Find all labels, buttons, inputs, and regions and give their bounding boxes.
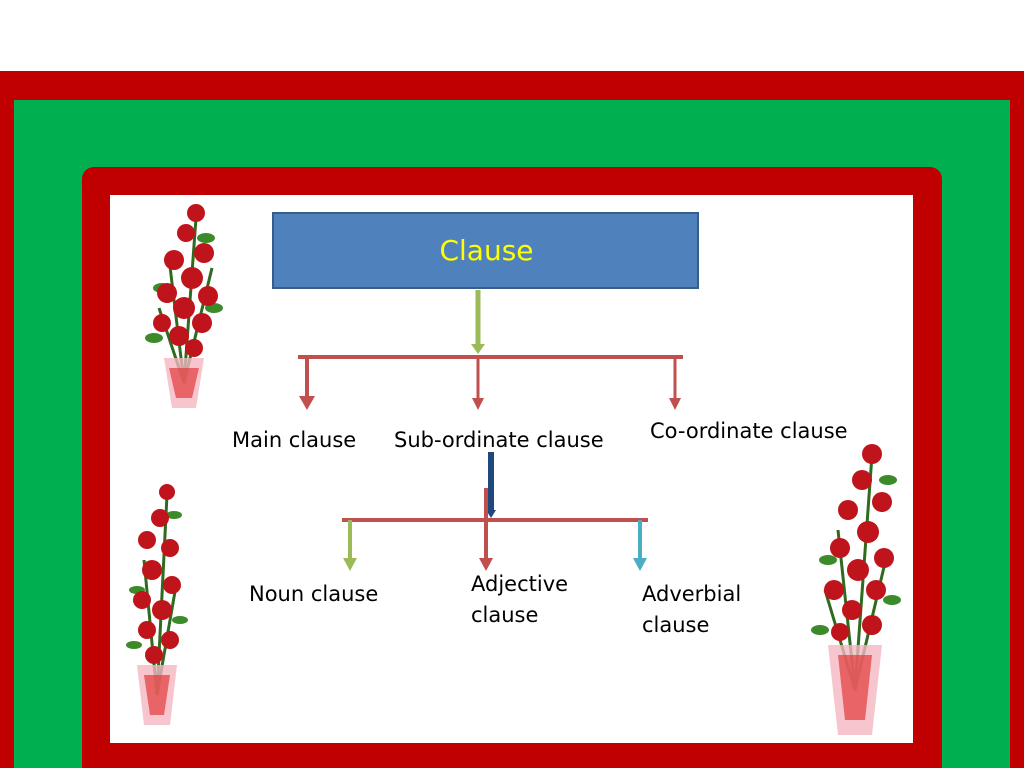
arrow-subordinate-clause <box>472 357 484 410</box>
node-noun-clause: Noun clause <box>249 582 379 606</box>
arrow-adverbial-clause <box>633 520 647 571</box>
node-adjective-clause: Adjective clause <box>471 572 569 627</box>
root-stem-arrow <box>471 290 485 354</box>
arrow-noun-clause <box>343 520 357 571</box>
node-adverbial-clause: Adverbial clause <box>642 582 742 637</box>
subordinate-stem-arrow <box>486 452 496 518</box>
node-coordinate-clause: Co-ordinate clause <box>650 419 848 443</box>
root-node-label: Clause <box>439 234 534 267</box>
arrow-adjective-clause <box>479 488 493 571</box>
rose-bouquet-icon <box>145 204 223 408</box>
arrow-coordinate-clause <box>669 357 681 410</box>
arrow-main-clause <box>299 357 315 410</box>
node-main-clause: Main clause <box>232 428 357 452</box>
rose-bouquet-icon <box>126 484 188 725</box>
rose-bouquet-icon <box>811 444 901 735</box>
root-node-box: Clause <box>272 212 699 289</box>
node-subordinate-clause: Sub-ordinate clause <box>394 428 604 452</box>
